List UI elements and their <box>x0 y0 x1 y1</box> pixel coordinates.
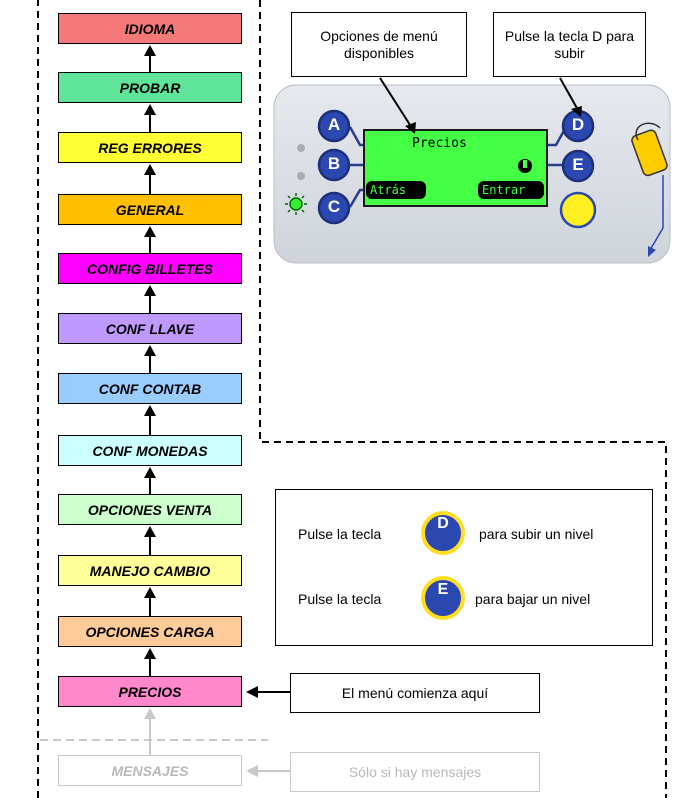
key-e[interactable] <box>561 149 595 183</box>
legend-key-d-icon <box>421 511 465 555</box>
menu-item-precios[interactable]: PRECIOS <box>58 676 242 707</box>
key-b[interactable] <box>317 148 351 182</box>
legend-box <box>275 489 653 646</box>
up-arrow-icon <box>144 405 156 416</box>
legend-up-level: para subir un nivel <box>479 526 594 542</box>
up-arrow-icon <box>144 164 156 175</box>
led-a-icon <box>297 144 305 152</box>
menu-item-label: CONF LLAVE <box>105 320 195 337</box>
menu-item-label: GENERAL <box>115 201 185 218</box>
menu-item-conf-llave[interactable]: CONF LLAVE <box>58 313 242 344</box>
menu-item-label: CONFIG BILLETES <box>87 260 213 277</box>
menu-item-conf-monedas[interactable]: CONF MONEDAS <box>58 435 242 466</box>
menu-item-label: PROBAR <box>119 79 181 96</box>
menu-item-manejo-cambio[interactable]: MANEJO CAMBIO <box>58 555 242 586</box>
up-arrow-icon <box>144 45 156 56</box>
key-a[interactable] <box>317 109 351 143</box>
legend-press-key-d: Pulse la tecla <box>298 526 382 542</box>
lcd-right-softkey: Entrar <box>482 183 526 197</box>
legend-key-e-label: E <box>437 581 449 598</box>
key-d-label: D <box>571 115 585 134</box>
only-messages-callout: Sólo si hay mensajes <box>290 752 540 792</box>
menu-item-label: OPCIONES CARGA <box>85 623 215 640</box>
lcd-left-softkey: Atrás <box>370 183 407 197</box>
lcd-right-softkey-bg <box>478 181 544 199</box>
legend-key-e-icon <box>421 576 465 620</box>
key-reader-icon <box>631 122 668 257</box>
key-b-label: B <box>327 154 341 173</box>
menu-item-label: MENSAJES <box>111 762 189 779</box>
legend-key-d-label: D <box>437 515 449 532</box>
start-here-callout: El menú comienza aquí <box>290 673 540 713</box>
up-arrow-icon <box>144 285 156 296</box>
only-messages-label: Sólo si hay mensajes <box>348 763 482 780</box>
lcd-left-softkey-bg <box>366 181 426 199</box>
key-a-label: A <box>327 115 341 134</box>
up-arrow-icon <box>144 708 156 719</box>
press-d-callout-label: Pulse la tecla D para subir <box>504 27 635 61</box>
menu-item-label: PRECIOS <box>118 683 182 700</box>
menu-item-opciones-venta[interactable]: OPCIONES VENTA <box>58 494 242 525</box>
up-arrow-icon <box>144 104 156 115</box>
menu-item-conf-contab[interactable]: CONF CONTAB <box>58 373 242 404</box>
legend-press-key-e: Pulse la tecla <box>298 591 382 607</box>
menu-item-label: MANEJO CAMBIO <box>89 562 211 579</box>
key-c[interactable] <box>317 191 351 225</box>
led-active-icon <box>285 193 307 215</box>
menu-item-opciones-carga[interactable]: OPCIONES CARGA <box>58 616 242 647</box>
up-arrow-icon <box>144 587 156 598</box>
menu-item-mensajes: MENSAJES <box>58 755 242 786</box>
options-callout-label: Opciones de menú disponibles <box>320 27 438 61</box>
key-e-label: E <box>572 155 584 174</box>
menu-item-label: OPCIONES VENTA <box>87 501 213 518</box>
up-arrow-icon <box>144 226 156 237</box>
up-arrow-icon <box>144 345 156 356</box>
press-d-callout: Pulse la tecla D para subir <box>493 12 646 77</box>
start-here-label: El menú comienza aquí <box>341 684 489 701</box>
menu-item-probar[interactable]: PROBAR <box>58 72 242 103</box>
menu-item-config-billetes[interactable]: CONFIG BILLETES <box>58 253 242 284</box>
menu-item-label: CONF MONEDAS <box>92 442 208 459</box>
options-pointer-line <box>379 77 413 129</box>
press-d-pointer-line <box>559 77 579 111</box>
menu-item-reg-errores[interactable]: REG ERRORES <box>58 132 242 163</box>
lcd-title: Precios <box>412 136 467 151</box>
led-b-icon <box>297 172 305 180</box>
up-arrow-icon <box>144 648 156 659</box>
options-callout: Opciones de menú disponibles <box>291 12 467 77</box>
legend-down-level: para bajar un nivel <box>475 591 591 607</box>
key-enter-yellow[interactable] <box>559 191 597 229</box>
key-c-label: C <box>327 197 341 216</box>
up-arrow-icon <box>144 467 156 478</box>
menu-item-label: REG ERRORES <box>98 139 202 156</box>
menu-item-general[interactable]: GENERAL <box>58 194 242 225</box>
up-arrow-icon <box>144 526 156 537</box>
menu-item-label: IDIOMA <box>124 20 176 37</box>
menu-item-idioma[interactable]: IDIOMA <box>58 13 242 44</box>
menu-item-label: CONF CONTAB <box>98 380 202 397</box>
